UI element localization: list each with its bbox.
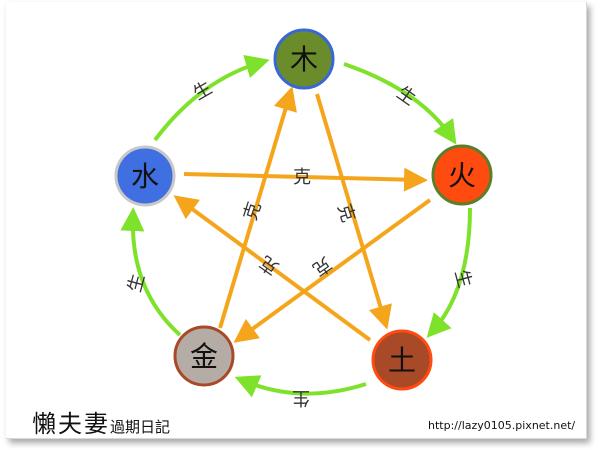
node-metal-circle (173, 325, 235, 387)
blog-url[interactable]: http://lazy0105.pixnet.net/ (428, 419, 576, 432)
restrain-label-metal-wood: 克 (240, 199, 266, 223)
restrain-arrow-fire-metal (233, 198, 432, 343)
generate-cycle (120, 54, 472, 398)
node-wood-circle (273, 28, 335, 90)
generate-arrow-metal-water (120, 207, 182, 337)
node-earth: 土 (371, 329, 433, 391)
node-fire: 火 (431, 144, 493, 206)
restrain-label-water-fire: 克 (293, 167, 311, 188)
node-earth-glyph: 土 (388, 344, 416, 377)
node-wood-glyph: 木 (290, 43, 318, 76)
node-metal-glyph: 金 (190, 340, 218, 373)
blog-signature: 懶夫妻過期日記 (32, 404, 170, 439)
node-water-circle (114, 145, 176, 207)
blog-subtitle: 過期日記 (110, 418, 171, 436)
generate-arrow-fire-earth (426, 207, 472, 338)
restrain-label-fire-metal: 克 (308, 252, 335, 280)
restrain-arrow-earth-water (173, 195, 372, 342)
restrain-label-wood-earth: 克 (333, 201, 359, 225)
node-wood: 木 (273, 28, 335, 90)
restrain-arrow-wood-earth (315, 93, 392, 330)
node-fire-circle (431, 144, 493, 206)
generate-label-earth-metal: 生 (292, 387, 310, 408)
node-water: 水 (114, 145, 176, 207)
blog-title: 懶夫妻 (32, 410, 110, 438)
generate-arrow-wood-fire (343, 62, 457, 145)
generate-label-fire-earth: 生 (450, 267, 475, 290)
generate-arrow-earth-metal (234, 375, 367, 398)
generate-label-metal-water: 生 (124, 272, 149, 295)
generate-arrow-water-wood (153, 54, 270, 142)
node-water-glyph: 水 (131, 160, 159, 193)
restrain-star (173, 86, 432, 343)
node-metal: 金 (173, 325, 235, 387)
restrain-arrow-metal-wood (218, 86, 297, 329)
restrain-arrow-water-fire (183, 167, 428, 192)
node-earth-circle (371, 329, 433, 391)
node-fire-glyph: 火 (448, 159, 476, 192)
